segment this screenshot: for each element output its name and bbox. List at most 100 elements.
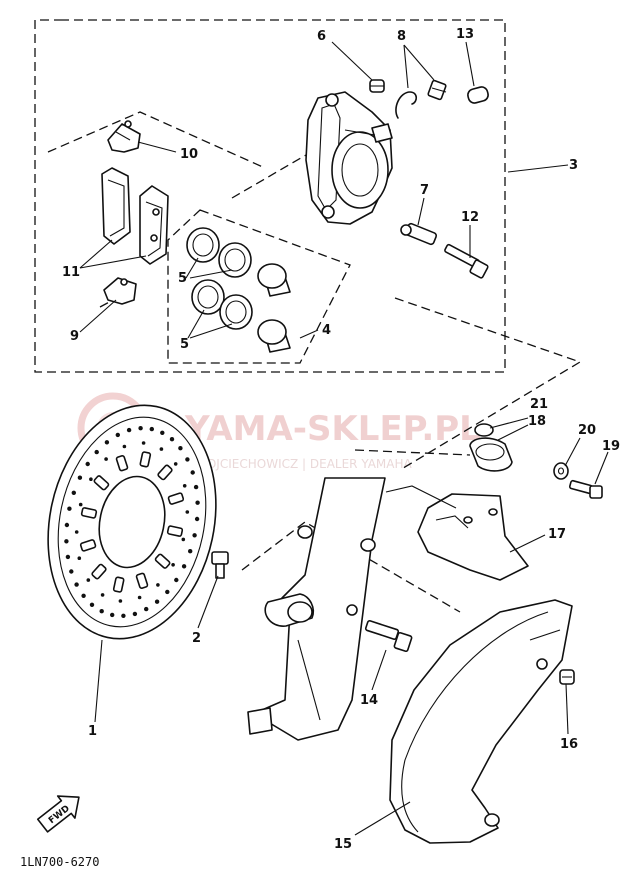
- watermark-subtitle: WOJCIECHOWICZ | DEALER YAMAHA: [195, 457, 413, 471]
- leader-lines: [79, 41, 609, 836]
- diagram-code: 1LN700-6270: [20, 855, 99, 869]
- pad-spring: [107, 120, 141, 153]
- disc-slot: [157, 464, 173, 481]
- callout-3: 3: [569, 158, 578, 173]
- disc-hole: [194, 516, 200, 522]
- forward-direction-arrow: FWD: [36, 795, 80, 833]
- callout-15: 15: [334, 837, 352, 852]
- guard-bolt: [568, 479, 603, 499]
- disc-hole: [99, 609, 104, 614]
- disc-hole: [181, 564, 187, 569]
- callout-4: 4: [322, 323, 331, 338]
- disc-hole: [149, 426, 154, 432]
- disc-hole: [193, 484, 199, 490]
- disc-hole: [126, 427, 132, 433]
- disc-hole: [137, 595, 142, 600]
- disc-hole: [85, 461, 90, 467]
- disc-slot: [112, 576, 125, 593]
- watermark: YAMA-SKLEP.PL WOJCIECHOWICZ | DEALER YAM…: [77, 392, 481, 471]
- callout-9: 9: [70, 329, 79, 344]
- disc-hole: [185, 457, 190, 462]
- callout-19: 19: [602, 439, 620, 454]
- disc-hole: [121, 613, 126, 618]
- disc-bolt: [211, 551, 229, 579]
- disc-slot: [91, 563, 107, 580]
- disc-hole: [188, 549, 193, 554]
- disc-hole: [144, 606, 149, 612]
- disc-hole: [178, 446, 183, 451]
- disc-slot: [93, 475, 110, 491]
- disc-slot: [167, 492, 185, 505]
- disc-hole: [195, 500, 200, 505]
- callout-6: 6: [317, 29, 326, 44]
- disc-hole: [89, 477, 93, 482]
- disc-hole: [173, 462, 178, 466]
- guard-bracket: [417, 493, 529, 581]
- fork-leg: [247, 477, 386, 741]
- callout-14: 14: [360, 693, 378, 708]
- piston-seals: [186, 227, 253, 330]
- callout-21: 21: [530, 397, 548, 412]
- disc-hole: [154, 599, 160, 604]
- callout-10: 10: [180, 147, 198, 162]
- disc-hole: [165, 589, 170, 595]
- cover-screw: [559, 669, 575, 685]
- disc-hole: [67, 506, 72, 511]
- callout-18: 18: [528, 414, 546, 429]
- disc-hole: [74, 530, 79, 534]
- disc-hole: [89, 602, 95, 607]
- fork-bolt: [364, 620, 413, 653]
- seal-kit-boundary: [167, 209, 351, 364]
- disc-hole: [159, 447, 164, 451]
- disc-hole: [138, 426, 143, 431]
- disc-hole: [132, 611, 138, 617]
- disc-hole: [185, 510, 190, 514]
- brake-pads: [101, 167, 169, 265]
- brake-disc: [47, 404, 217, 640]
- disc-hole: [77, 475, 83, 480]
- pistons: [257, 263, 291, 353]
- pad-clip: [103, 277, 137, 305]
- disc-slot: [166, 525, 184, 537]
- disc-cover: [389, 599, 573, 844]
- disc-hole: [104, 457, 108, 461]
- disc-slot: [80, 507, 98, 519]
- disc-hole: [122, 444, 127, 449]
- callout-5-lower: 5: [180, 337, 189, 352]
- callout-11: 11: [62, 265, 80, 280]
- disc-hole: [118, 599, 123, 603]
- disc-slot: [139, 451, 152, 468]
- disc-slot: [154, 553, 171, 569]
- grommet-nut: [474, 423, 494, 437]
- callout-20: 20: [578, 423, 596, 438]
- disc-slot: [79, 539, 97, 552]
- callout-16: 16: [560, 737, 578, 752]
- disc-slot: [115, 455, 129, 472]
- disc-hole: [156, 583, 160, 587]
- caliper-assembly-boundary: [34, 19, 506, 373]
- disc-hole: [169, 437, 175, 442]
- disc-hole: [69, 569, 74, 574]
- slide-pin: [400, 222, 438, 246]
- disc-hole: [74, 582, 79, 587]
- disc-hole: [190, 470, 195, 475]
- disc-hole: [171, 563, 175, 567]
- disc-hole: [110, 612, 115, 618]
- disc-hole: [192, 533, 197, 538]
- disc-hole: [174, 577, 179, 583]
- callout-12: 12: [461, 210, 479, 225]
- disc-slot: [135, 572, 149, 589]
- callout-17: 17: [548, 527, 566, 542]
- disc-hole: [141, 441, 146, 445]
- callout-8: 8: [397, 29, 406, 44]
- caliper-bolt: [444, 243, 489, 279]
- disc-hole: [77, 556, 82, 560]
- disc-hole: [81, 593, 86, 598]
- disc-hole: [94, 449, 99, 455]
- bleed-screw: [395, 79, 447, 119]
- bleed-cap: [369, 79, 385, 93]
- caliper-body: [305, 91, 393, 225]
- callout-7: 7: [420, 183, 429, 198]
- watermark-title: YAMA-SKLEP.PL: [184, 409, 481, 449]
